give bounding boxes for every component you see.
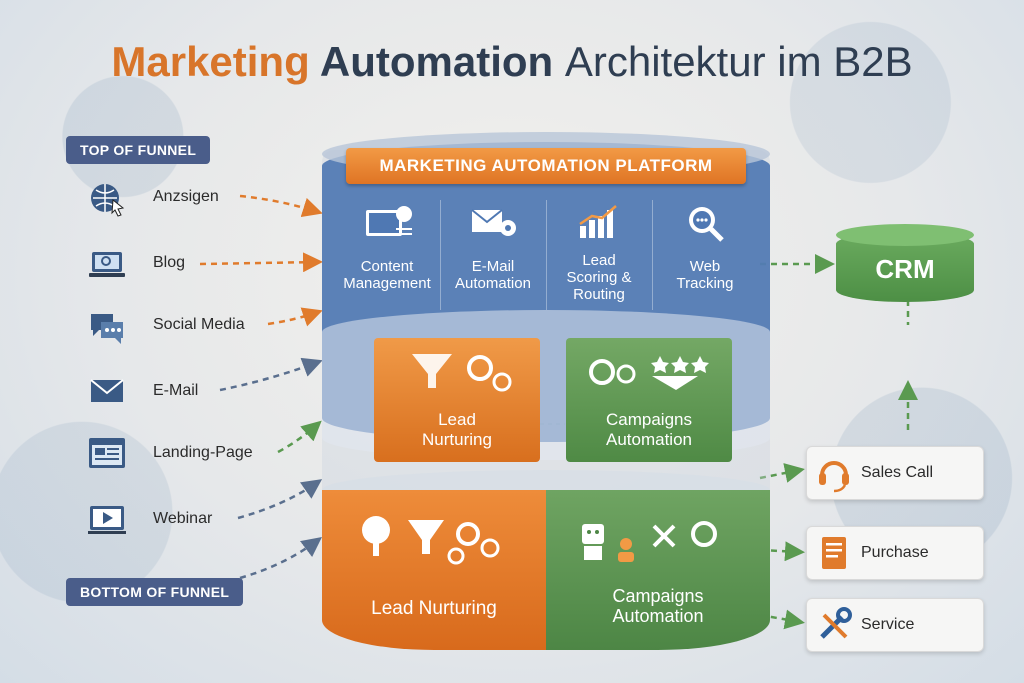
tile-label-line2: Automation [606,430,692,449]
headset-icon [807,453,861,493]
crm-cylinder: CRM [836,222,974,302]
module-lead-scoring: Lead Scoring & Routing [546,200,653,310]
platform-modules: Content Management E-Mail Automation Lea… [334,200,758,310]
arrow-sales [759,463,805,483]
title-architecture: Architektur im B2B [564,38,913,85]
source-label: Blog [153,254,186,271]
output-sales-call: Sales Call [806,446,984,500]
crm-label: CRM [875,254,935,284]
automation-cylinder: MARKETING AUTOMATION PLATFORM Content Ma… [322,130,770,660]
tile-label-line2: Nurturing [422,430,492,449]
magnifier-icon [682,204,732,249]
arrow-purchase [759,541,805,562]
source-label: Social Media [153,316,245,333]
envelope-icon [85,372,129,412]
email-gear-icon [470,204,520,249]
title-marketing: Marketing [111,38,310,85]
output-label: Purchase [861,544,929,561]
tile-label-line1: Lead [438,410,476,429]
crm-top [836,224,974,246]
robot-person-gears-icon [574,504,744,579]
laptop-icon [85,244,129,284]
funnel-gear-icon [392,344,522,405]
output-service: Service [806,598,984,652]
source-item: Anzsigen [85,178,285,218]
source-item: Social Media [85,306,285,346]
module-email-automation: E-Mail Automation [440,200,547,310]
module-label-line2: Management [343,275,431,292]
tile-label-line1: Campaigns [606,410,692,429]
bottom-campaigns-label: Campaigns Automation [546,586,770,626]
top-of-funnel-badge: TOP OF FUNNEL [66,136,211,164]
source-label: Webinar [153,510,213,527]
page-title: Marketing Automation Architektur im B2B [0,38,1024,86]
source-item: Landing-Page [85,434,285,474]
middle-campaigns-tile: Campaigns Automation [566,338,732,462]
module-label-line1: Content [360,258,414,275]
arrow-bottom-funnel [239,536,322,580]
arrow-service [759,609,805,630]
document-icon [807,533,861,573]
arrow-webinar [237,479,323,520]
source-label: Landing-Page [153,444,253,461]
bottom-of-funnel-badge: BOTTOM OF FUNNEL [66,578,244,606]
module-label-line2: Tracking [676,275,734,292]
output-purchase: Purchase [806,526,984,580]
bottom-lead-label: Lead Nurturing [371,598,497,619]
arrow-blog [199,252,323,273]
module-content-management: Content Management [334,200,441,310]
video-icon [85,500,129,540]
source-label: E-Mail [153,382,199,399]
source-label: Anzsigen [153,188,219,205]
content-icon [364,204,414,249]
arrow-social [267,307,323,327]
bottom-campaigns: Campaigns Automation [546,490,770,650]
tools-icon [807,605,861,645]
title-automation: Automation [319,38,554,85]
module-label-line2: Automation [455,275,531,292]
arrow-email [219,357,323,392]
arrow-landing [277,420,322,454]
module-label-line2: Scoring & [566,269,632,286]
module-label-line1: Web [689,258,721,275]
browser-icon [85,434,129,474]
module-label-line3: Routing [573,286,625,303]
output-label: Service [861,616,915,633]
module-label-line1: E-Mail [471,258,515,275]
chart-icon [576,204,626,249]
bottom-lead-nurturing: Lead Nurturing [322,490,546,650]
output-label: Sales Call [861,464,934,481]
gears-stars-icon [580,344,720,405]
bottom-campaigns-line1: Campaigns [612,586,704,606]
module-label-line1: Lead [582,252,616,269]
platform-banner: MARKETING AUTOMATION PLATFORM [346,148,746,184]
tree-funnel-gears-icon [352,504,522,579]
module-web-tracking: Web Tracking [652,200,758,310]
middle-lead-nurturing-tile: Lead Nurturing [374,338,540,462]
chat-icon [85,306,129,346]
source-item: E-Mail [85,372,285,412]
bottom-campaigns-line2: Automation [612,606,704,626]
source-item: Blog [85,244,285,284]
source-item: Webinar [85,500,285,540]
web-click-icon [85,178,129,218]
